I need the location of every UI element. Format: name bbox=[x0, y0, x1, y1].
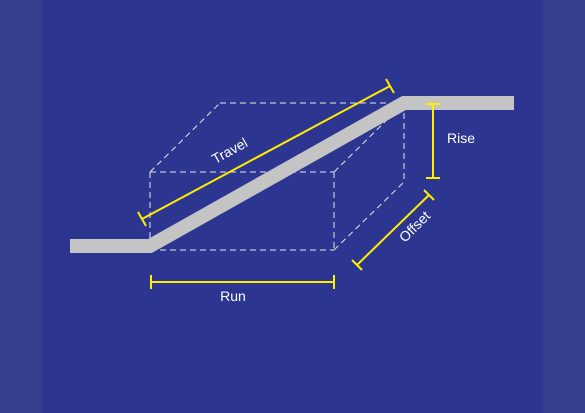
offset-dimension bbox=[351, 189, 435, 271]
run-label: Run bbox=[220, 288, 246, 304]
dashed-box bbox=[149, 102, 405, 251]
run-dimension bbox=[150, 275, 335, 289]
travel-dimension bbox=[137, 78, 395, 227]
right-side-panel bbox=[543, 0, 585, 413]
left-side-panel bbox=[0, 0, 42, 413]
diagram-background bbox=[42, 0, 543, 413]
travel-label: Travel bbox=[209, 134, 250, 167]
offset-label: Offset bbox=[396, 208, 434, 246]
rise-label: Rise bbox=[447, 130, 475, 146]
pipe-shape bbox=[70, 96, 514, 253]
rise-dimension bbox=[426, 103, 440, 179]
